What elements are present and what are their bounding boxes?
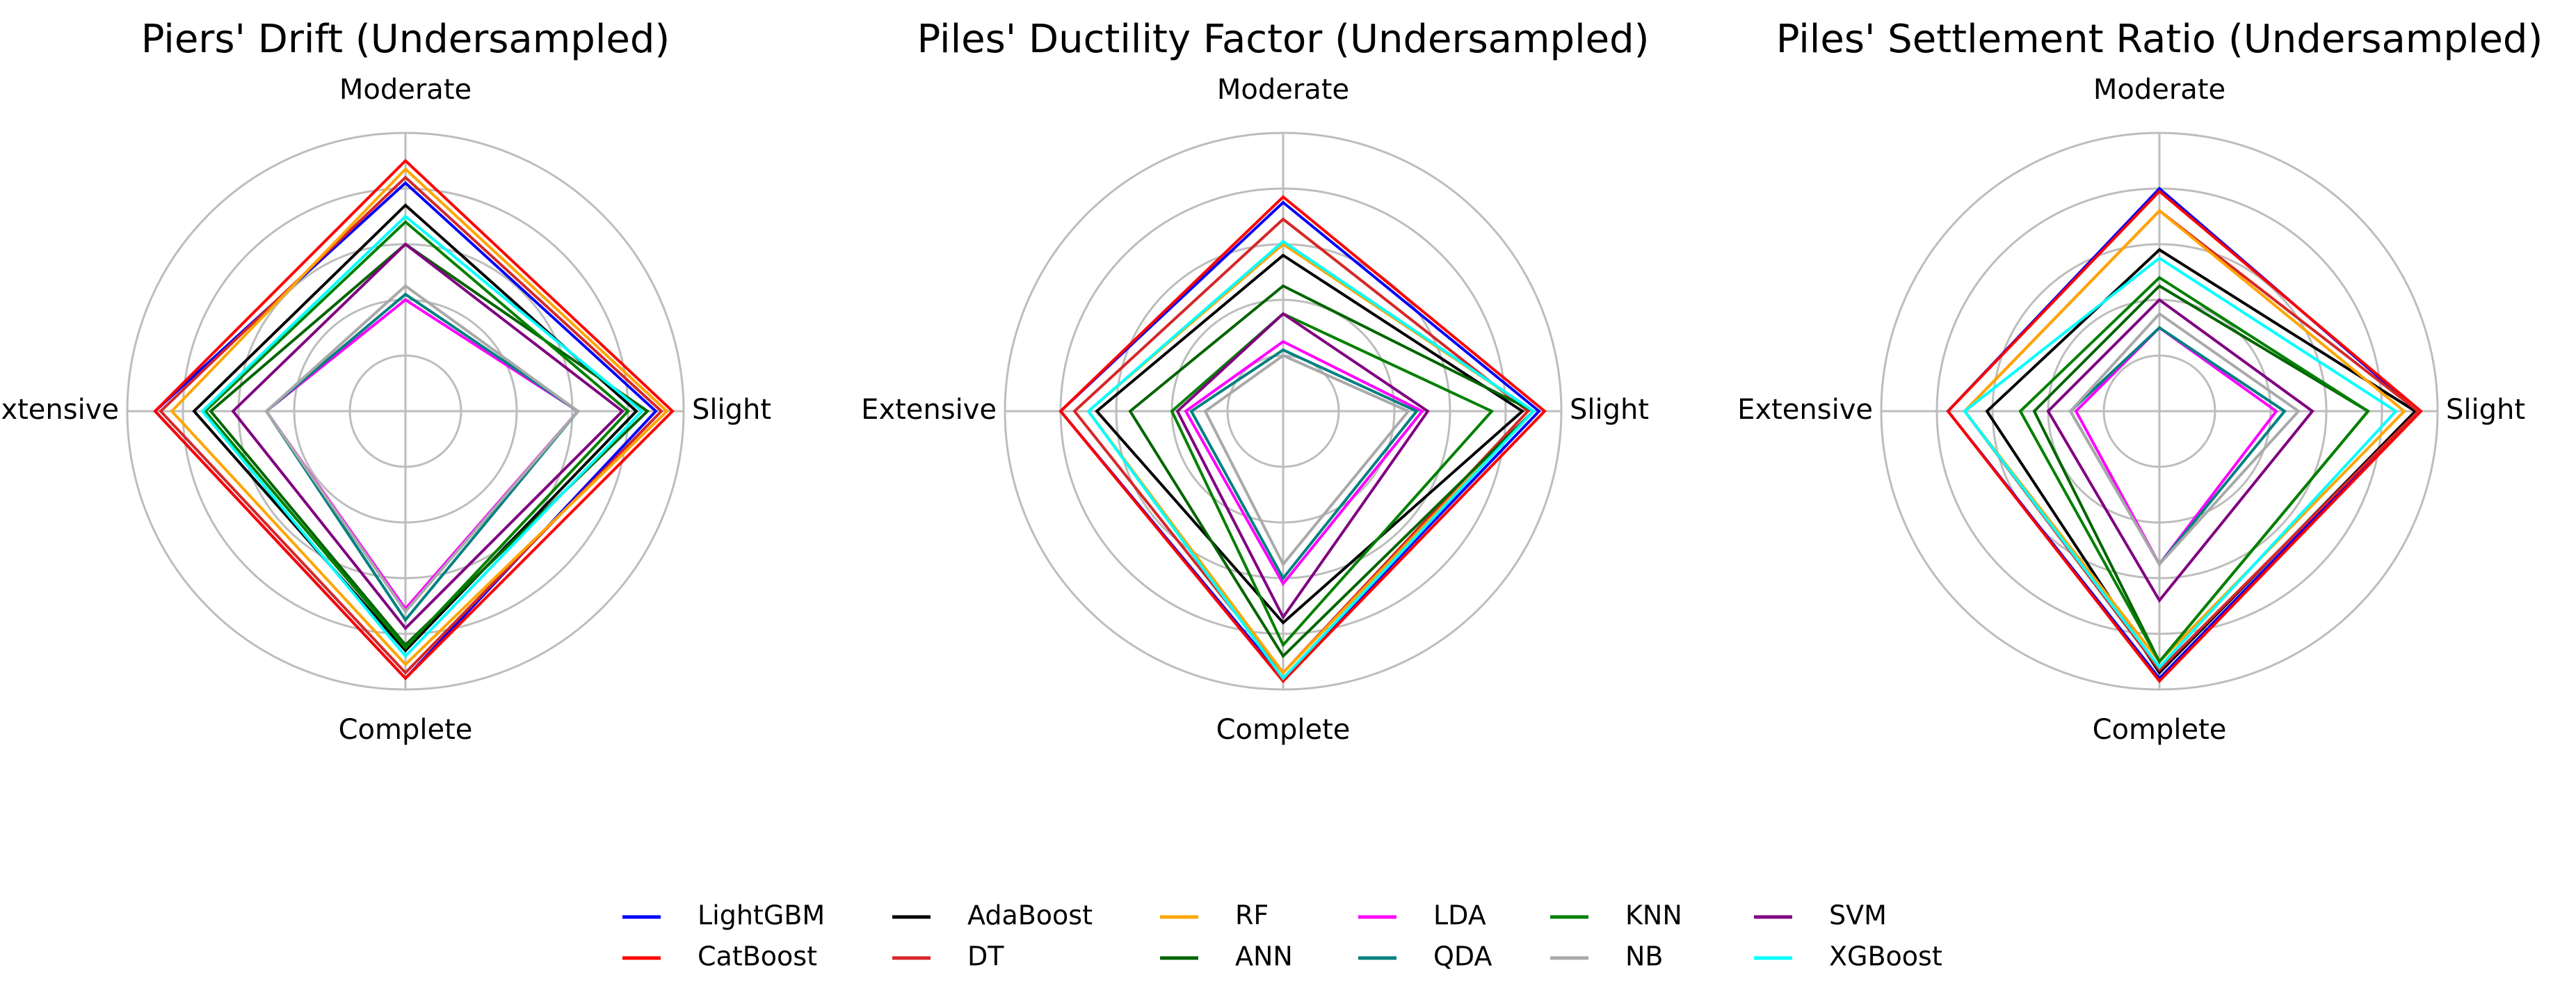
legend-label: LDA <box>1433 900 1486 931</box>
axis-label-slight: Slight <box>2446 394 2525 426</box>
series-svm <box>1175 312 1430 620</box>
series-knn <box>203 220 630 651</box>
series-ann <box>1128 284 1536 659</box>
axis-label-slight: Slight <box>1570 394 1649 426</box>
legend-item-ann: ANN <box>1160 941 1293 972</box>
axis-label-complete: Complete <box>339 714 473 746</box>
series-catboost <box>1946 189 2423 684</box>
legend-item-knn: KNN <box>1550 900 1682 931</box>
legend-label: AdaBoost <box>967 900 1093 931</box>
legend-label: ANN <box>1235 941 1293 972</box>
legend-label: LightGBM <box>698 900 825 931</box>
series-svm <box>231 242 625 630</box>
series-nb <box>264 284 580 614</box>
axis-label-extensive: Extensive <box>1737 394 1873 426</box>
series-catboost <box>153 159 675 680</box>
series-adaboost <box>1095 253 1525 625</box>
legend-item-nb: NB <box>1550 941 1664 972</box>
series-qda <box>1189 348 1419 581</box>
series-lda <box>1184 340 1425 587</box>
legend-item-lda: LDA <box>1358 900 1486 931</box>
axis-label-moderate: Moderate <box>1217 74 1349 106</box>
axis-label-complete: Complete <box>2093 714 2227 746</box>
series-dt <box>159 175 663 675</box>
axis-label-extensive: Extensive <box>861 394 997 426</box>
series-xgboost <box>1963 256 2399 670</box>
series-lda <box>264 298 581 612</box>
series-qda <box>2068 326 2287 567</box>
legend-item-lightgbm: LightGBM <box>622 900 825 931</box>
radar-chart-2: Piles' Ductility Factor (Undersampled) Mo… <box>861 17 1649 746</box>
series-adaboost <box>192 203 638 653</box>
series-rf <box>170 167 669 667</box>
legend-label: KNN <box>1625 900 1682 931</box>
chart-title: Piles' Settlement Ratio (Undersampled) <box>1776 17 2543 62</box>
chart-title: Piles' Ductility Factor (Undersampled) <box>917 17 1650 62</box>
radar-chart-3: Piles' Settlement Ratio (Undersampled) Mo… <box>1737 17 2543 746</box>
series-adaboost <box>1985 248 2418 676</box>
axis-label-slight: Slight <box>692 394 771 426</box>
series-knn <box>1170 312 1495 648</box>
series-nb <box>2068 312 2301 567</box>
axis-label-extensive: Extensive <box>0 394 119 426</box>
series-svm <box>2046 298 2315 603</box>
legend-item-svm: SVM <box>1754 900 1887 931</box>
axis-label-moderate: Moderate <box>2093 74 2225 106</box>
series-catboost <box>1058 195 1547 683</box>
radar-chart-1: Piers' Drift (Undersampled) ModerateSligh… <box>0 17 771 746</box>
legend-label: QDA <box>1433 941 1492 972</box>
series-xgboost <box>1086 239 1536 681</box>
radar-panels: Piers' Drift (Undersampled) ModerateSligh… <box>0 17 2543 746</box>
legend-label: RF <box>1235 900 1269 931</box>
legend-item-dt: DT <box>892 941 1004 972</box>
legend-item-xgboost: XGBoost <box>1754 941 1942 972</box>
legend-item-catboost: CatBoost <box>622 941 817 972</box>
axis-label-complete: Complete <box>1216 714 1351 746</box>
legend-label: SVM <box>1829 900 1887 931</box>
chart-title: Piers' Drift (Undersampled) <box>141 17 670 62</box>
legend-item-rf: RF <box>1160 900 1269 931</box>
series-xgboost <box>200 214 644 658</box>
series-nb <box>1203 353 1411 567</box>
series-ann <box>209 242 650 647</box>
legend-label: CatBoost <box>698 941 817 972</box>
legend-label: XGBoost <box>1829 941 1942 972</box>
legend-item-adaboost: AdaBoost <box>892 900 1093 931</box>
legend-label: DT <box>967 941 1004 972</box>
series-lightgbm <box>1946 186 2420 681</box>
legend-item-qda: QDA <box>1358 941 1492 972</box>
series-knn <box>2018 276 2370 664</box>
series-qda <box>264 292 580 623</box>
axis-label-moderate: Moderate <box>339 74 472 106</box>
legend-label: NB <box>1625 941 1664 972</box>
